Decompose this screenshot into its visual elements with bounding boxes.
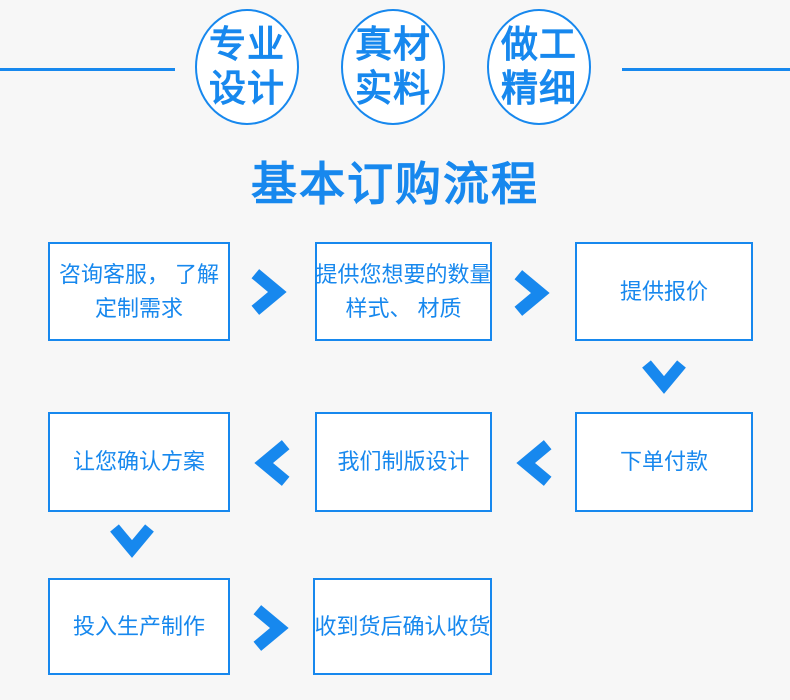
badge-text-line: 做工	[501, 24, 577, 65]
chevron-down-icon	[104, 521, 160, 563]
flow-step-text-line: 样式、 材质	[345, 295, 462, 321]
flow-step-text-line: 收到货后确认收货	[314, 613, 491, 639]
badge-text-line: 真材	[355, 24, 431, 65]
flow-step-production: 投入生产制作	[48, 578, 230, 675]
flow-step-provide-quote: 提供报价	[575, 242, 753, 341]
badge-text-line: 实料	[355, 68, 431, 109]
badge-text-line: 专业	[209, 24, 285, 65]
badge-real-materials: 真材实料	[341, 9, 445, 125]
flow-step-confirm-receipt: 收到货后确认收货	[313, 578, 492, 675]
chevron-right-icon	[248, 266, 292, 318]
chevron-right-icon	[250, 602, 294, 654]
flow-step-text-line: 让您确认方案	[72, 449, 205, 474]
flow-step-text-line: 投入生产制作	[72, 613, 205, 639]
flow-step-confirm-plan: 让您确认方案	[48, 412, 230, 512]
flow-step-text-line: 提供您想要的数量	[315, 261, 492, 287]
flow-step-text-line: 下单付款	[619, 449, 708, 474]
flow-step-text-line: 定制需求	[94, 295, 183, 321]
divider-line-right	[622, 68, 790, 71]
badge-fine-workmanship: 做工精细	[487, 9, 591, 125]
page-title: 基本订购流程	[251, 158, 539, 210]
flow-step-text-line: 咨询客服， 了解	[58, 261, 220, 287]
chevron-left-icon	[249, 437, 293, 489]
flow-step-provide-specs: 提供您想要的数量样式、 材质	[315, 242, 492, 341]
flow-step-order-pay: 下单付款	[575, 412, 753, 512]
chevron-right-icon	[511, 267, 555, 319]
flow-step-text-line: 提供报价	[619, 278, 708, 304]
flow-step-plate-design: 我们制版设计	[315, 412, 492, 512]
badge-text-line: 设计	[209, 68, 285, 109]
chevron-down-icon	[636, 357, 692, 399]
badge-professional-design: 专业设计	[195, 9, 299, 125]
badge-text-line: 精细	[501, 68, 577, 109]
divider-line-left	[0, 68, 175, 71]
chevron-left-icon	[511, 437, 555, 489]
flow-step-consult-service: 咨询客服， 了解定制需求	[48, 242, 230, 341]
flow-step-text-line: 我们制版设计	[337, 449, 470, 474]
